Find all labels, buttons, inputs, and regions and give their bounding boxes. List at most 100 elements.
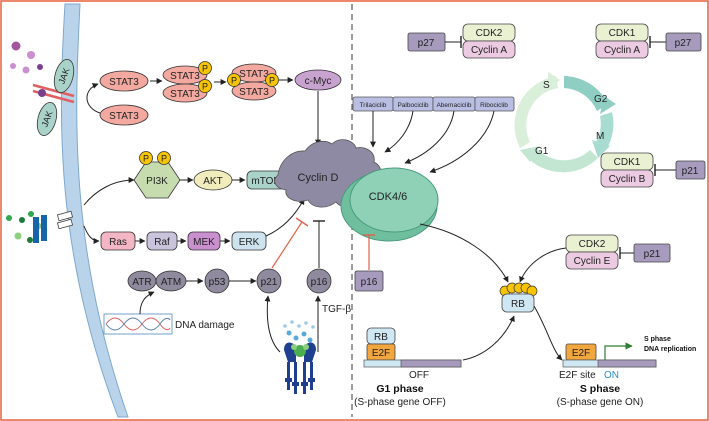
cdk1-a-label: CDK1 xyxy=(609,28,636,39)
transcription-arrow xyxy=(604,342,633,360)
inhibit-p21-bar xyxy=(295,217,309,227)
stat3-d1-label: STAT3 xyxy=(239,69,269,80)
arrow-abemaciclib xyxy=(404,110,455,164)
arrow-palbociclib xyxy=(384,110,414,153)
s-title: S phase xyxy=(580,383,620,395)
phospho-1 xyxy=(198,61,212,75)
drug-trilaciclib-label: Trilaciclib xyxy=(360,102,387,109)
rb-center-label: RB xyxy=(511,299,525,310)
cytokine-dots xyxy=(10,41,43,74)
e2f-site-label: E2F site xyxy=(559,370,596,381)
arrow-ribociclib xyxy=(429,110,495,174)
cyclin-a-2-label: Cyclin A xyxy=(604,45,640,56)
p16-left-node xyxy=(306,268,332,294)
drug-ribociclib-label: Ribociclib xyxy=(480,102,508,109)
arrow-erk-cyclind xyxy=(265,198,305,237)
rb-g1-label: RB xyxy=(374,332,388,343)
p53-label: p53 xyxy=(209,277,226,288)
p27-a-label: p27 xyxy=(418,38,435,49)
cyclin-b-box xyxy=(600,169,654,188)
rtk-receptor xyxy=(33,210,74,243)
phase-m: M xyxy=(596,131,604,142)
stat3-p2-label: STAT3 xyxy=(170,89,200,100)
cyclin-d-label: Cyclin D xyxy=(298,172,339,184)
p21-e-box xyxy=(633,243,671,263)
mek-label: MEK xyxy=(193,237,215,248)
akt-label: AKT xyxy=(203,176,222,187)
mtor-label: mTOR xyxy=(251,176,280,187)
cyclin-e-label: Cyclin E xyxy=(574,256,611,267)
arrow-to-pi3k xyxy=(83,177,135,206)
arrow-dna-atr xyxy=(139,291,155,315)
inhibit-p21-cyclind xyxy=(271,221,303,269)
e2f-g1-label: E2F xyxy=(372,348,390,359)
tgfb-label: TGF-β xyxy=(322,304,351,315)
g1-title: G1 phase xyxy=(376,383,423,395)
tgf-receptor xyxy=(284,342,316,394)
cmyc-node xyxy=(294,69,342,91)
on-label: ON xyxy=(604,370,619,381)
phospho-pi3k-1-label: P xyxy=(143,154,149,164)
rb-center-box xyxy=(501,293,535,313)
cyclin-a-1-box xyxy=(462,40,516,59)
cdk2-e-label: CDK2 xyxy=(579,239,606,250)
drug-abemaciclib-label: Abemaciclib xyxy=(436,102,471,109)
jak-receptor xyxy=(32,83,75,104)
cmyc-label: c-Myc xyxy=(305,76,332,87)
arrow-tgf-p21 xyxy=(264,295,281,353)
dna-s-gene xyxy=(597,359,657,368)
stat3-d2-label: STAT3 xyxy=(239,87,269,98)
phospho-4 xyxy=(265,73,279,87)
ras-label: Ras xyxy=(109,237,127,248)
jak-top: JAK xyxy=(53,59,75,93)
arrow-cdk2e-rb xyxy=(519,247,567,283)
arrow-g1-rb xyxy=(462,315,515,361)
off-label: OFF xyxy=(409,370,429,381)
g1-subtitle: (S-phase gene OFF) xyxy=(354,397,446,408)
arrow-rb-sphase xyxy=(533,305,563,361)
jak-bottom: JAK xyxy=(36,102,58,136)
drug-palbociclib-label: Palbociclib xyxy=(397,102,428,109)
p16-left-label: p16 xyxy=(311,277,328,288)
cyclin-a-1-label: Cyclin A xyxy=(471,45,507,56)
s-phase-line1: S phase xyxy=(644,336,671,343)
arrow-to-ras xyxy=(83,225,100,244)
phase-s: S xyxy=(543,80,550,91)
phospho-3 xyxy=(227,73,241,87)
phospho-pi3k-2 xyxy=(157,151,171,165)
phase-g2: G2 xyxy=(594,94,608,105)
s-phase-line2: DNA replication xyxy=(644,346,696,353)
phospho-2 xyxy=(198,79,212,93)
phospho-1-label: P xyxy=(202,64,208,74)
cdk46-label: CDK4/6 xyxy=(369,191,408,203)
phospho-2-label: P xyxy=(202,82,208,92)
dna-damage-box xyxy=(103,313,173,335)
dna-g1-gene xyxy=(400,359,462,368)
stat3-p2-node xyxy=(162,83,208,103)
stat3-lower-label: STAT3 xyxy=(109,111,139,122)
p21-node xyxy=(256,268,282,294)
phospho-4-label: P xyxy=(269,76,275,86)
phospho-pi3k-1 xyxy=(139,151,153,165)
stat3-label: STAT3 xyxy=(109,77,139,88)
dna-strand-2 xyxy=(105,317,171,331)
cyclin-a-2-box xyxy=(595,40,649,59)
phospho-pi3k-2-label: P xyxy=(161,154,167,164)
s-subtitle: (S-phase gene ON) xyxy=(557,397,644,408)
drug-ribociclib-box xyxy=(474,96,515,112)
erk-label: ERK xyxy=(239,237,260,248)
p27-b-box xyxy=(665,32,702,52)
arrow-stat3-cycle xyxy=(86,83,101,114)
cyclin-b-label: Cyclin B xyxy=(609,174,646,185)
arrow-cdk46-rb xyxy=(419,223,509,283)
cdk1-b-label: CDK1 xyxy=(614,157,641,168)
atr-label: ATR xyxy=(132,277,151,288)
p21-b-box xyxy=(675,160,706,180)
dna-damage-label: DNA damage xyxy=(175,320,235,331)
p16-box xyxy=(354,270,384,292)
stat3-node xyxy=(99,70,149,92)
tgf-ligand-dots xyxy=(283,320,315,343)
p21-e-label: p21 xyxy=(644,249,661,260)
cell-cycle-ring xyxy=(514,72,616,173)
